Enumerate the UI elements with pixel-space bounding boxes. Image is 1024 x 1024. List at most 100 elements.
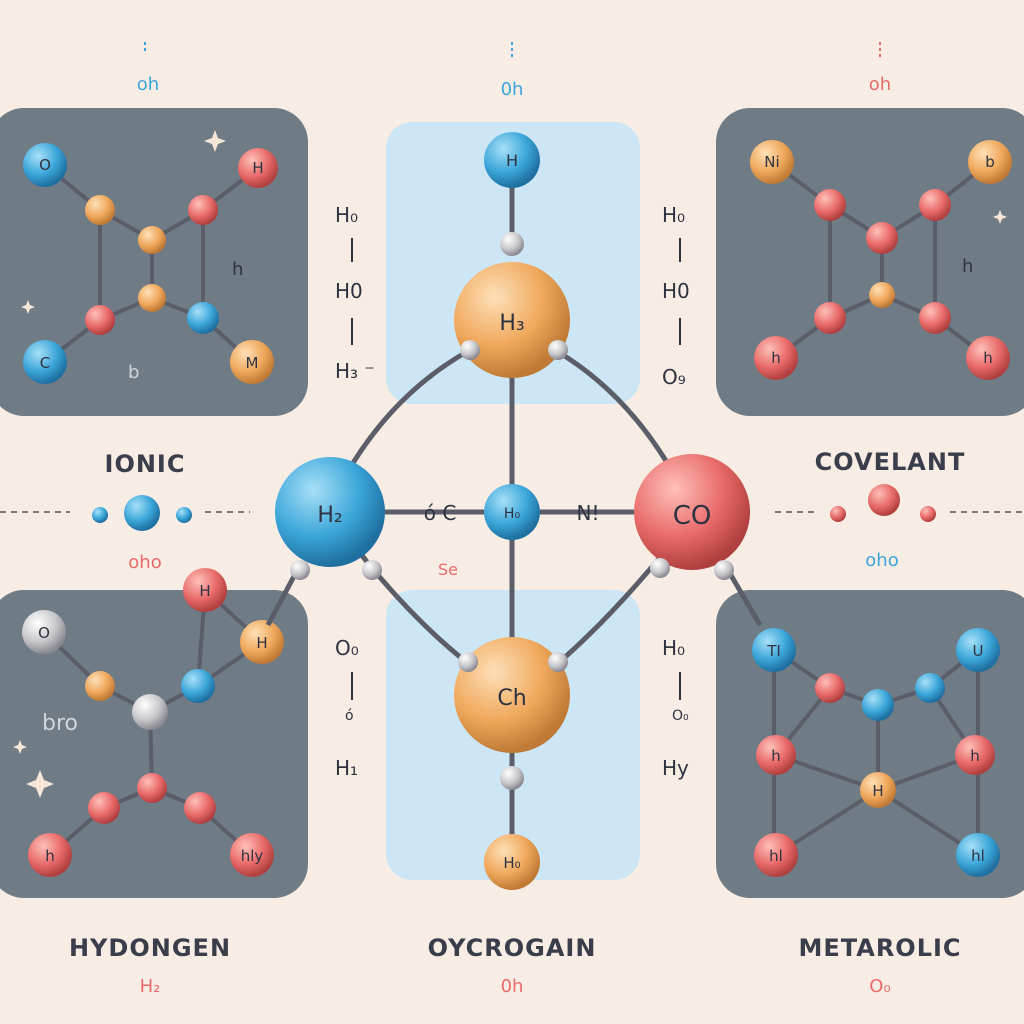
legend-left: oho: [92, 495, 192, 573]
title-bottom-left: HYDONGEN: [69, 934, 231, 962]
legend-right: oho: [830, 484, 936, 571]
atoms-top-left: [23, 143, 278, 384]
atom-labels-bottom-left: O H H h hly: [38, 582, 268, 865]
svg-text:hl: hl: [971, 847, 985, 865]
atom-red: [754, 336, 798, 380]
atom-center-top: [484, 132, 540, 188]
svg-text:oho: oho: [865, 550, 898, 571]
atom-red: [85, 305, 115, 335]
svg-text:O: O: [38, 624, 50, 642]
atom-orange: [240, 620, 284, 664]
atom-center-middle: [484, 484, 540, 540]
atom-blue: [752, 628, 796, 672]
svg-text:H₂: H₂: [317, 503, 342, 528]
side-labels-right-upper: H₀ H0 O₉: [662, 203, 690, 389]
svg-text:TI: TI: [766, 642, 781, 660]
title-top-right: COVELANT: [815, 448, 966, 476]
svg-text:O₉: O₉: [662, 365, 686, 389]
svg-text:U: U: [973, 642, 984, 660]
svg-text:H: H: [199, 582, 210, 600]
subtitle-center: 0h: [501, 976, 524, 997]
atom-gray: [22, 610, 66, 654]
svg-text:hl: hl: [769, 847, 783, 865]
top-label-center: 0h: [501, 42, 524, 100]
atom-red: [88, 792, 120, 824]
svg-text:H₀: H₀: [504, 506, 521, 522]
top-label-left: oh: [137, 42, 159, 95]
top-label-right: oh: [869, 42, 891, 95]
panel-top-right: [716, 108, 1024, 416]
svg-text:Hy: Hy: [662, 756, 689, 780]
svg-text:H₀: H₀: [662, 636, 685, 660]
side-labels-left-upper: H₀ H0 H₃ ⁻: [335, 203, 375, 383]
note-top-right: h: [962, 256, 973, 277]
atom-red: [955, 735, 995, 775]
atom-orange: [230, 340, 274, 384]
atom-center-left: [275, 457, 385, 567]
svg-text:h: h: [983, 349, 993, 367]
svg-text:ó: ó: [345, 708, 354, 724]
atom-red: [814, 302, 846, 334]
atom-red: [188, 195, 218, 225]
svg-text:h: h: [970, 747, 980, 765]
atom-blue: [23, 143, 67, 187]
atom-orange: [85, 195, 115, 225]
atom-red: [754, 833, 798, 877]
atom-joint: [650, 558, 670, 578]
atom-joint: [290, 560, 310, 580]
atom-orange: [138, 226, 166, 254]
svg-text:O₀: O₀: [335, 636, 359, 660]
atom-red: [238, 148, 278, 188]
atom-labels-top-left: O H C M: [39, 156, 264, 372]
atom-joint: [362, 560, 382, 580]
note-top-left: h: [232, 259, 243, 280]
svg-text:oh: oh: [137, 74, 159, 95]
note-top-left-2: b: [128, 362, 139, 383]
svg-text:h: h: [771, 747, 781, 765]
atom-orange: [85, 671, 115, 701]
side-labels-left-lower: O₀ ó H₁: [335, 636, 359, 780]
atom-red: [230, 833, 274, 877]
title-center: OYCROGAIN: [428, 934, 597, 962]
panel-bottom-right: [716, 590, 1024, 898]
svg-text:0h: 0h: [501, 79, 524, 100]
atom-center-lower: [454, 637, 570, 753]
side-labels-right-lower: H₀ O₀ Hy: [662, 636, 689, 780]
atom-red: [28, 833, 72, 877]
atom-joint: [500, 766, 524, 790]
atom-joint: [458, 652, 478, 672]
center-left-text: ó C: [424, 501, 457, 525]
title-top-left: IONIC: [105, 450, 186, 478]
svg-text:H0: H0: [662, 279, 690, 303]
atoms-bottom-left: [22, 568, 284, 877]
atom-red: [137, 773, 167, 803]
title-bottom-right: METAROLIC: [798, 934, 961, 962]
atom-blue: [956, 833, 1000, 877]
atom-blue: [862, 689, 894, 721]
svg-text:H₁: H₁: [335, 756, 358, 780]
svg-text:O: O: [39, 156, 51, 174]
atom-blue: [956, 628, 1000, 672]
sparkles: [13, 130, 1007, 798]
svg-text:H₀: H₀: [335, 203, 358, 227]
svg-text:oh: oh: [869, 74, 891, 95]
svg-text:H: H: [872, 782, 883, 800]
atom-joint: [714, 560, 734, 580]
atom-blue: [915, 673, 945, 703]
atom-red: [814, 189, 846, 221]
svg-text:H₀: H₀: [503, 854, 520, 872]
svg-text:oho: oho: [128, 552, 161, 573]
atom-red: [919, 302, 951, 334]
svg-text:H₃ ⁻: H₃ ⁻: [335, 359, 375, 383]
atom-orange: [138, 284, 166, 312]
svg-text:O₀: O₀: [672, 708, 689, 724]
svg-text:CO: CO: [673, 501, 712, 531]
svg-text:h: h: [771, 349, 781, 367]
atom-blue: [181, 669, 215, 703]
atom-gray: [132, 694, 168, 730]
atom-red: [966, 336, 1010, 380]
atom-red: [184, 792, 216, 824]
center-right-text: N!: [577, 501, 600, 525]
atom-labels-top-right: Ni b h h: [764, 153, 994, 367]
